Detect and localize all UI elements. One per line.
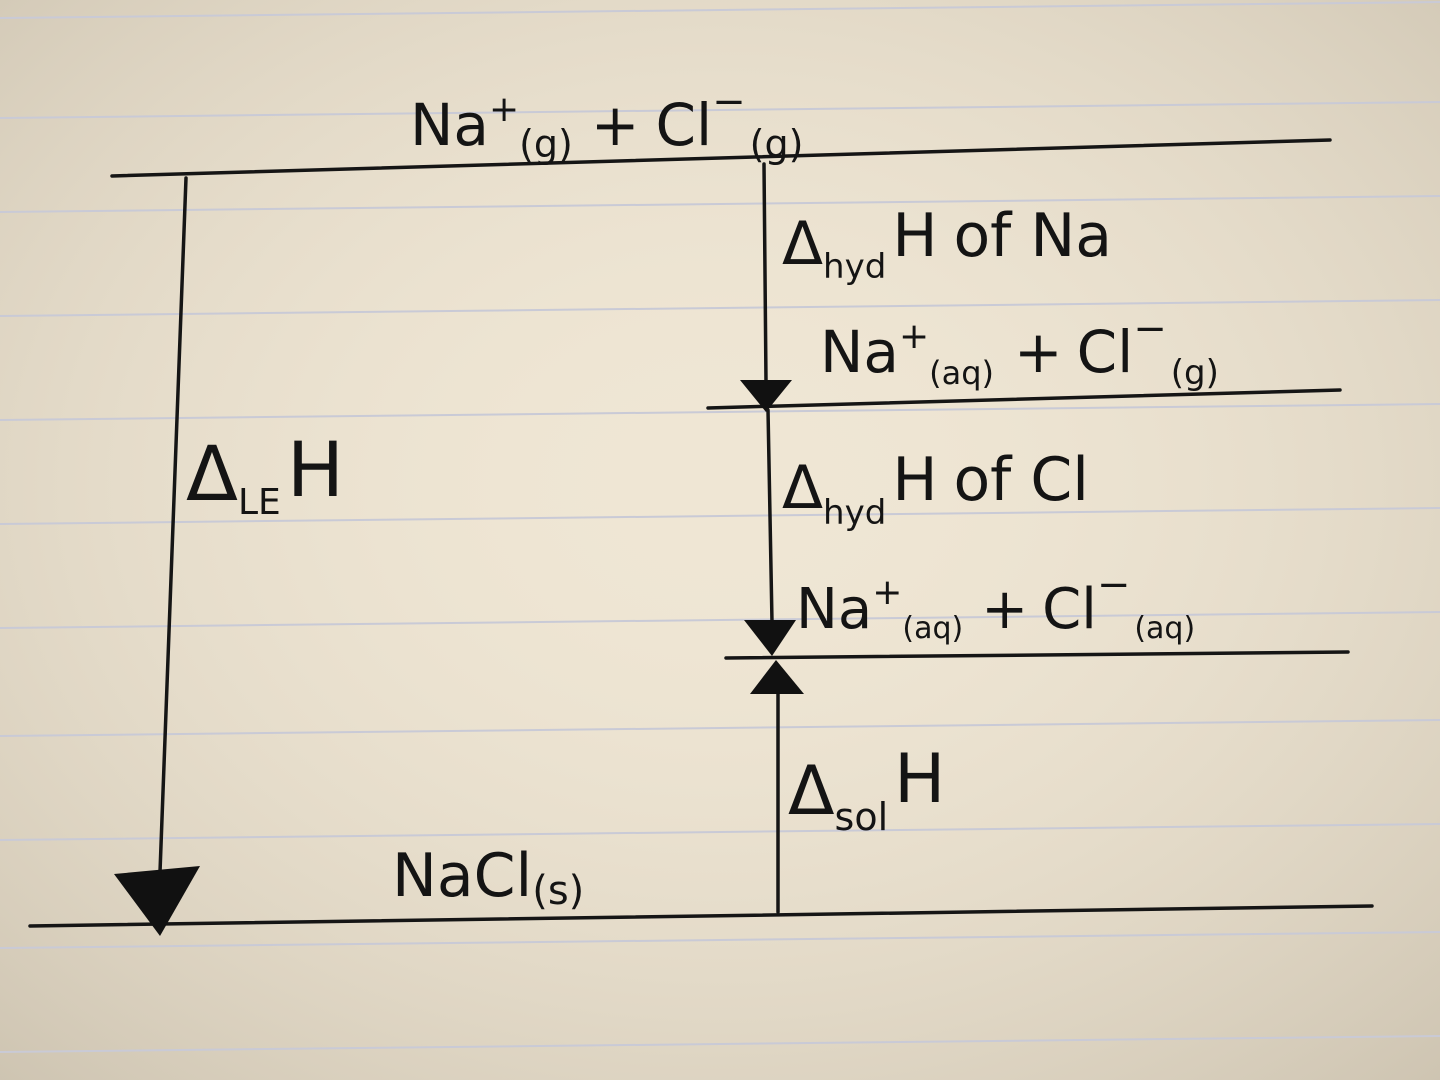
label-lattice-enthalpy: ΔLEH <box>186 425 344 523</box>
plus-sign: + <box>591 91 640 159</box>
label-symbol: H <box>892 445 937 515</box>
label-subscript: sol <box>835 795 889 839</box>
hydration-na-arrow <box>740 162 792 412</box>
ruled-line <box>0 403 1440 421</box>
cation-state: (aq) <box>929 354 994 392</box>
level-aq-ions <box>724 650 1350 660</box>
ruled-line <box>0 1035 1440 1053</box>
anion-state: (aq) <box>1134 611 1195 646</box>
species-na-aq-cl-g: Na+(aq)+Cl−(g) <box>820 306 1219 393</box>
label-rest: of Na <box>953 201 1112 271</box>
level-solid <box>28 904 1374 928</box>
arrow-head-up <box>750 660 804 694</box>
cation-symbol: Na <box>796 577 872 642</box>
hydration-cl-arrow <box>744 408 796 656</box>
label-symbol: H <box>894 740 945 819</box>
ruled-lines <box>0 1 1440 1053</box>
label-rest: of Cl <box>953 445 1088 515</box>
label-subscript: LE <box>238 482 281 523</box>
arrow-head-down <box>114 866 200 936</box>
cation-charge: + <box>899 316 929 357</box>
anion-charge: − <box>1097 562 1131 608</box>
anion-charge: − <box>1133 306 1167 352</box>
arrow-head-down <box>744 620 796 656</box>
label-subscript: hyd <box>823 247 886 287</box>
cation-charge: + <box>489 89 519 130</box>
anion-symbol: Cl <box>656 91 713 159</box>
ruled-line <box>0 195 1440 213</box>
arrow-shaft <box>766 408 774 624</box>
level-gas-ions <box>110 138 1332 178</box>
anion-symbol: Cl <box>1077 318 1134 386</box>
delta-symbol: Δ <box>782 453 823 523</box>
arrow-shaft <box>158 176 188 874</box>
cation-symbol: Na <box>820 318 899 386</box>
level-na-aq-cl-g <box>706 388 1342 410</box>
ruled-line <box>0 101 1440 119</box>
ruled-line <box>0 931 1440 949</box>
cation-state: (g) <box>519 122 573 166</box>
label-symbol: H <box>287 425 344 514</box>
ruled-line <box>0 719 1440 737</box>
ruled-line <box>0 299 1440 317</box>
lattice-enthalpy-arrow <box>114 176 200 936</box>
ruled-line <box>0 611 1440 629</box>
energy-levels <box>28 138 1374 928</box>
arrow-shaft <box>762 162 768 384</box>
anion-state: (g) <box>1171 353 1219 393</box>
species-aq-ions: Na+(aq)+Cl−(aq) <box>796 562 1195 646</box>
label-subscript: hyd <box>823 493 886 533</box>
anion-symbol: Cl <box>1042 577 1097 642</box>
ruled-line <box>0 1 1440 19</box>
cation-state: (aq) <box>902 611 963 646</box>
species-solid: NaCl(s) <box>392 841 584 914</box>
label-symbol: H <box>892 201 937 271</box>
plus-sign: + <box>1014 318 1063 386</box>
solid-formula: NaCl <box>392 841 532 911</box>
species-gas-ions: Na+(g)+Cl−(g) <box>410 79 803 166</box>
solid-state: (s) <box>532 868 584 914</box>
label-solution-enthalpy: ΔsolH <box>788 740 945 839</box>
plus-sign: + <box>981 577 1028 642</box>
anion-state: (g) <box>750 122 804 166</box>
solution-enthalpy-arrow <box>750 660 804 914</box>
delta-symbol: Δ <box>782 209 823 279</box>
delta-symbol: Δ <box>186 429 238 518</box>
cation-symbol: Na <box>410 91 489 159</box>
arrow-head-down <box>740 380 792 412</box>
delta-symbol: Δ <box>788 752 835 831</box>
ruled-line <box>0 823 1440 841</box>
ruled-line <box>0 507 1440 525</box>
cation-charge: + <box>872 572 902 613</box>
anion-charge: − <box>712 79 746 125</box>
